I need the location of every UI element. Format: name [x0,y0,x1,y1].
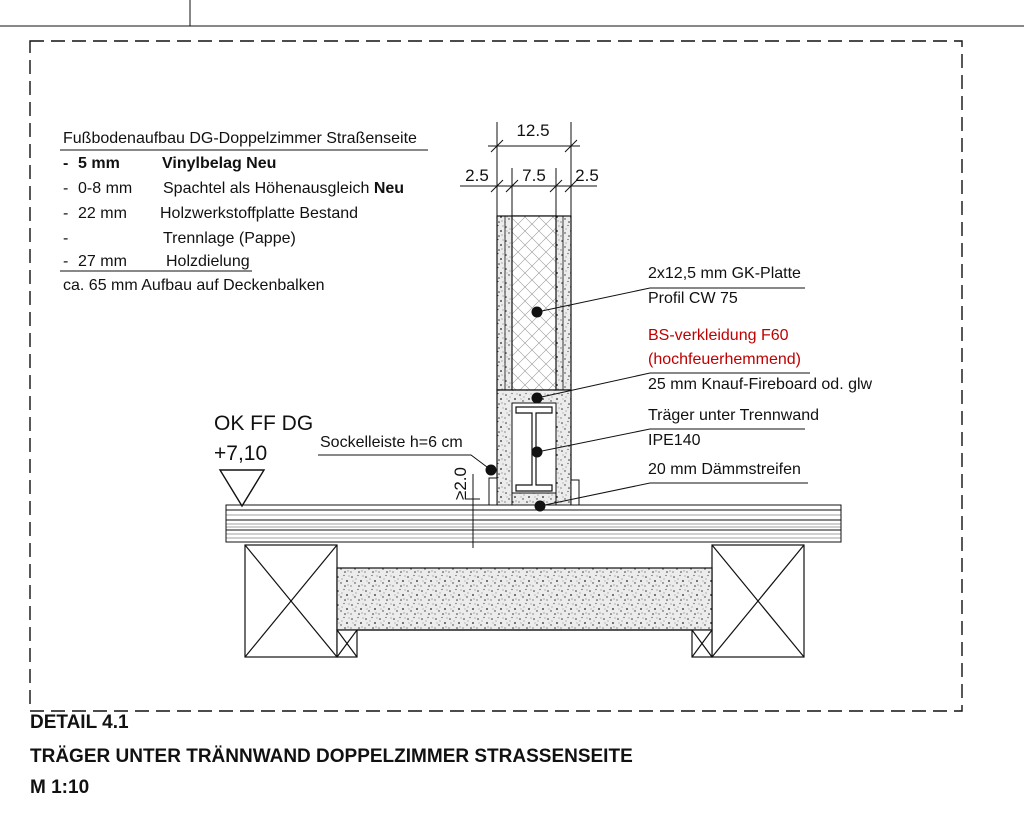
floor-buildup-note: Fußbodenaufbau DG-Doppelzimmer Straßense… [60,130,428,294]
label-ipe: IPE140 [648,432,701,449]
buildup-material-0: Vinylbelag Neu [162,155,276,172]
buildup-bullet-3: - [63,230,68,247]
label-gk-plate: 2x12,5 mm GK-Platte [648,265,801,282]
detail-scale: M 1:10 [30,777,89,798]
detail-number: DETAIL 4.1 [30,712,129,733]
label-skirting: Sockelleiste h=6 cm [320,434,463,451]
buildup-bullet-2: - [63,205,68,222]
buildup-thickness-0: 5 mm [78,155,120,172]
label-profile: Profil CW 75 [648,290,738,307]
buildup-total: ca. 65 mm Aufbau auf Deckenbalken [63,277,325,294]
partition-wall [496,215,572,391]
buildup-thickness-1: 0-8 mm [78,180,132,197]
buildup-bullet-4: - [63,253,68,270]
buildup-material-4: Holzdielung [166,253,250,270]
dim-vertical: ≥2.0 [451,467,470,500]
vertical-dimension [466,474,480,548]
leader-dot-beam [531,446,543,458]
leader-dots [485,306,546,512]
buildup-title: Fußbodenaufbau DG-Doppelzimmer Straßense… [63,130,417,147]
dim-right: 2.5 [575,166,599,185]
label-fireboard: 25 mm Knauf-Fireboard od. glw [648,376,873,393]
leader-dot-insulation [534,500,546,512]
buildup-thickness-4: 27 mm [78,253,127,270]
leader-dot-fireboard [531,392,543,404]
dim-left: 2.5 [465,166,489,185]
leader-lines [318,287,810,507]
dashed-border [29,40,963,712]
level-name: OK FF DG [214,412,313,435]
label-bs-cladding: BS-verkleidung F60 [648,327,789,344]
leader-dot-gk [531,306,543,318]
buildup-material-1: Spachtel als Höhenausgleich Neu [163,180,404,197]
dimension-chain [460,122,597,216]
dim-total: 12.5 [516,121,549,140]
ceiling-construction [244,544,805,658]
floor-layers [225,504,842,543]
label-fire-rating: (hochfeuerhemmend) [648,351,801,368]
buildup-bullet-0: - [63,155,68,172]
level-value: +7,10 [214,442,267,465]
label-insulation: 20 mm Dämmstreifen [648,461,801,478]
level-triangle-icon [218,469,266,508]
buildup-thickness-2: 22 mm [78,205,127,222]
buildup-bullet-1: - [63,180,68,197]
detail-title: TRÄGER UNTER TRÄNNWAND DOPPELZIMMER STRA… [30,746,633,767]
leader-dot-skirting [485,464,497,476]
buildup-material-3: Trennlage (Pappe) [163,230,296,247]
dim-middle: 7.5 [522,166,546,185]
label-beam: Träger unter Trennwand [648,407,819,424]
buildup-material-2: Holzwerkstoffplatte Bestand [160,205,358,222]
